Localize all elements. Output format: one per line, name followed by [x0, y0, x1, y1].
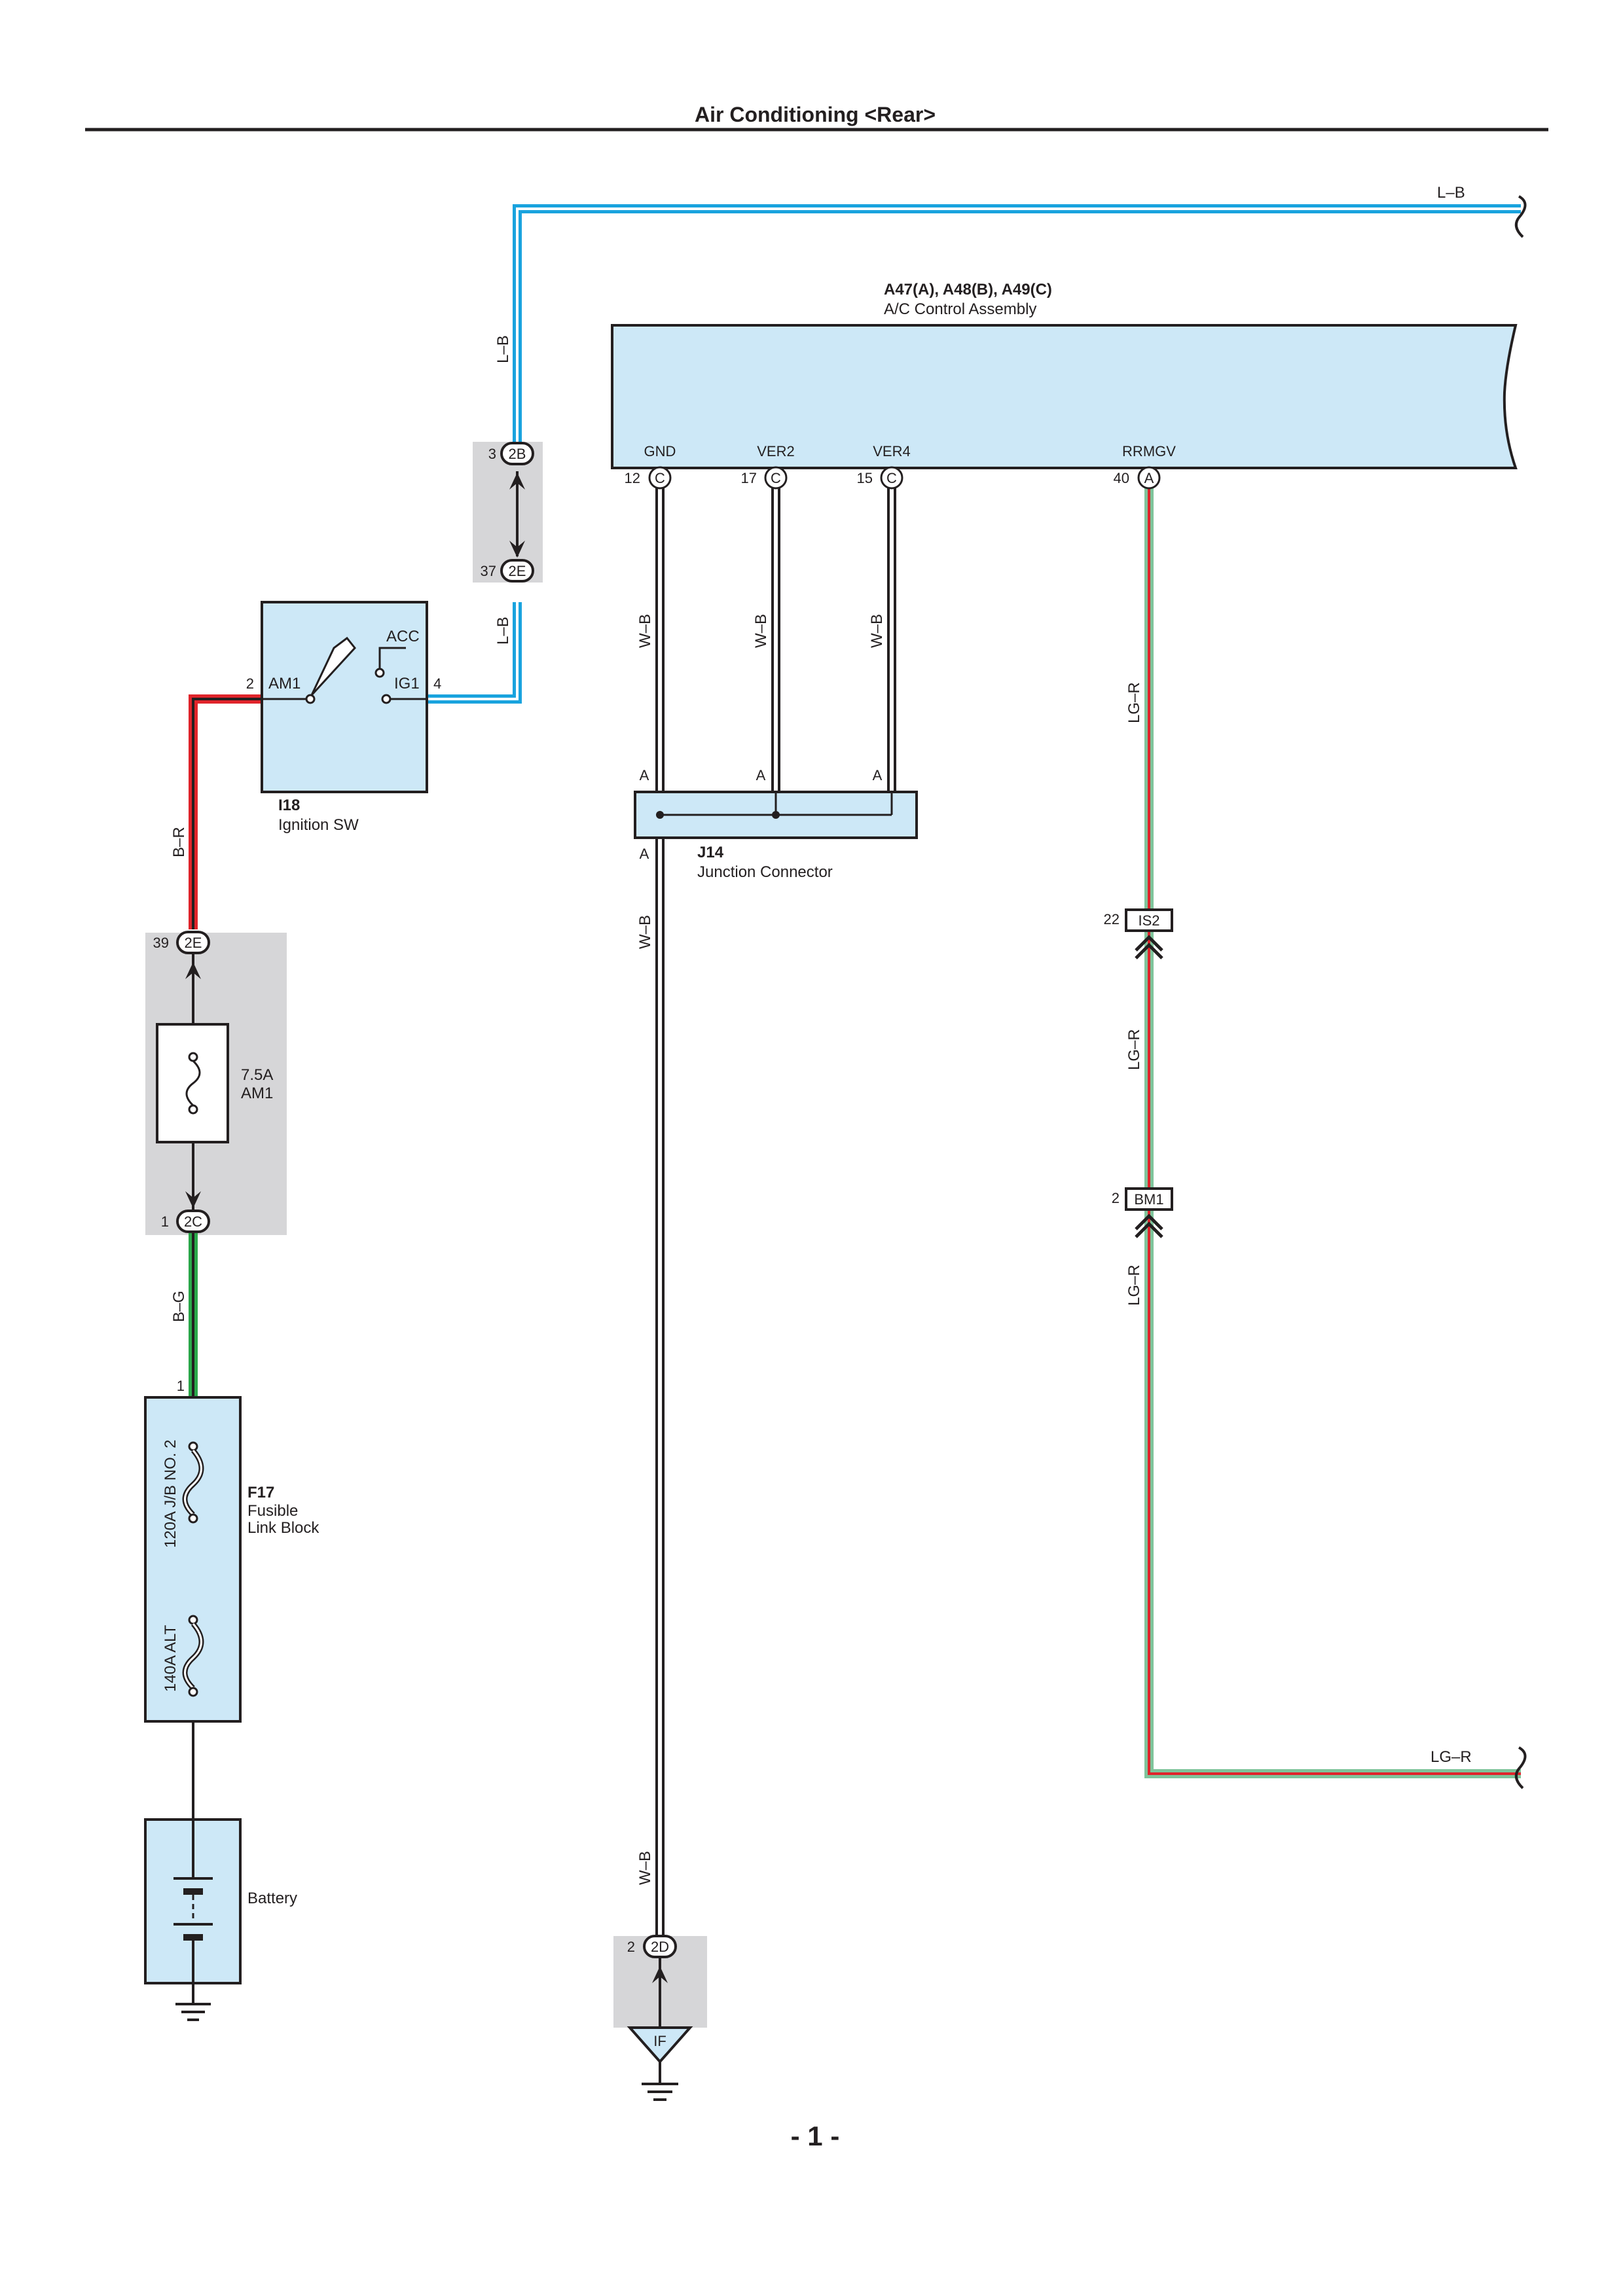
ignition-sw-acc: ACC — [386, 628, 420, 645]
wire-break-marks — [1515, 195, 1527, 1789]
ground-if: IF — [627, 2026, 693, 2101]
wire-b-r — [189, 694, 262, 929]
shade-2B-2E — [473, 442, 543, 583]
ac-pin-rrmgv-num: 40 — [1114, 470, 1129, 486]
connector-is2: 22 IS2 — [1104, 908, 1173, 960]
ignition-sw-name: Ignition SW — [278, 816, 359, 834]
wire-label-wb-ver2: W–B — [752, 614, 770, 648]
ac-pin-rrmgv: RRMGV 40 A — [1114, 443, 1176, 490]
wire-label-lb-lower: L–B — [494, 617, 512, 645]
connector-2E-top-num: 37 — [481, 563, 496, 579]
fusible-link-fuse2: 140A ALT — [162, 1624, 179, 1692]
connector-2B-code: 2B — [509, 446, 526, 462]
ac-pin-gnd-name: GND — [644, 443, 676, 459]
ac-control-id: A47(A), A48(B), A49(C) — [884, 281, 1052, 298]
wire-label-br: B–R — [170, 827, 188, 857]
wire-label-lgr-mid: LG–R — [1125, 1029, 1143, 1070]
wire-label-lgr-right: LG–R — [1431, 1748, 1472, 1766]
ignition-sw-am1: AM1 — [268, 675, 301, 692]
fusible-link-fuse1: 120A J/B NO. 2 — [162, 1440, 179, 1548]
ac-pin-gnd-conn: C — [655, 470, 665, 486]
ac-pin-ver4-conn: C — [886, 470, 897, 486]
fusible-link-block: 1 120A J/B NO. 2 140A ALT F17 Fusible Li… — [144, 1378, 319, 1723]
junction-pin-a3: A — [873, 767, 883, 783]
connector-2C-code: 2C — [184, 1213, 202, 1230]
page-number: - 1 - — [791, 2121, 840, 2151]
fusible-link-pin: 1 — [177, 1378, 185, 1394]
ignition-sw-pin-ig1: 4 — [433, 675, 441, 692]
battery-name: Battery — [247, 1890, 297, 1907]
junction-pin-a1: A — [640, 767, 649, 783]
connector-2C: 1 2C — [161, 1191, 210, 1233]
ac-control-name: A/C Control Assembly — [884, 300, 1036, 318]
fuse-am1-name: AM1 — [241, 1085, 273, 1102]
ac-pin-gnd: GND 12 C — [625, 443, 676, 490]
connector-2B-num: 3 — [488, 446, 496, 462]
fusible-link-name1: Fusible — [247, 1502, 298, 1520]
ignition-sw-ig1: IG1 — [394, 675, 420, 692]
ignition-switch: 2 4 AM1 IG1 ACC I18 Ignition SW — [246, 601, 441, 834]
ac-pin-ver2-name: VER2 — [757, 443, 794, 459]
wire-label-wb-bottom: W–B — [636, 1851, 654, 1885]
ground-if-label: IF — [653, 2033, 666, 2049]
ac-pin-ver2-num: 17 — [741, 470, 757, 486]
ac-pin-ver2-conn: C — [771, 470, 781, 486]
fuse-am1: 7.5A AM1 — [156, 1023, 273, 1143]
junction-pin-a2: A — [756, 767, 766, 783]
ac-pin-ver2: VER2 17 C — [741, 443, 795, 490]
connector-bm1: 2 BM1 — [1112, 1187, 1173, 1238]
wire-label-lgr-top: LG–R — [1125, 682, 1143, 723]
connector-2D-code: 2D — [651, 1939, 669, 1955]
wire-label-lb-top-right: L–B — [1437, 184, 1465, 202]
connector-is2-num: 22 — [1104, 911, 1120, 927]
connector-2E-top: 37 2E — [481, 541, 534, 583]
fusible-link-id: F17 — [247, 1484, 274, 1501]
connector-2B: 3 2B — [488, 442, 534, 490]
junction-pin-a-out: A — [640, 846, 649, 862]
ac-pin-rrmgv-conn: A — [1144, 470, 1154, 486]
wire-label-lb-upper: L–B — [494, 335, 512, 363]
fuse-am1-rating: 7.5A — [241, 1066, 273, 1084]
junction-connector: A A A A J14 Junction Connector — [634, 767, 918, 881]
wire-label-wb-ver4: W–B — [868, 614, 886, 648]
battery: Battery — [144, 1818, 297, 2003]
connector-2E-fuse-code: 2E — [185, 935, 202, 951]
wire-label-bg: B–G — [170, 1291, 188, 1322]
connector-bm1-code: BM1 — [1134, 1191, 1163, 1208]
junction-name: Junction Connector — [697, 863, 833, 881]
connector-2D-num: 2 — [627, 1939, 635, 1955]
ground-symbol-battery — [175, 2003, 211, 2021]
wire-l-b — [427, 204, 1521, 704]
junction-id: J14 — [697, 844, 724, 861]
ac-pin-ver4: VER4 15 C — [857, 443, 911, 490]
connector-bm1-num: 2 — [1112, 1190, 1120, 1206]
wire-label-lgr-low: LG–R — [1125, 1265, 1143, 1306]
wire-lg-r — [1144, 484, 1521, 1778]
connector-2E-fuse: 39 2E — [153, 931, 210, 979]
ac-control-assembly: A47(A), A48(B), A49(C) A/C Control Assem… — [611, 281, 1518, 469]
wire-labels: L–B L–B L–B B–R B–G W–B W–B W–B W–B W–B … — [170, 184, 1472, 1885]
connector-2E-top-code: 2E — [509, 563, 526, 579]
wire-w-b — [655, 484, 896, 1937]
connector-is2-code: IS2 — [1138, 912, 1159, 929]
ignition-sw-id: I18 — [278, 797, 300, 814]
diagram-title: Air Conditioning <Rear> — [695, 103, 936, 126]
ac-pin-ver4-num: 15 — [857, 470, 873, 486]
wire-label-wb-mid: W–B — [636, 915, 654, 949]
ac-pin-rrmgv-name: RRMGV — [1122, 443, 1176, 459]
connector-2E-fuse-num: 39 — [153, 935, 169, 951]
ac-pin-ver4-name: VER4 — [873, 443, 910, 459]
ac-pin-gnd-num: 12 — [625, 470, 640, 486]
ignition-sw-pin-am1: 2 — [246, 675, 254, 692]
connector-2C-num: 1 — [161, 1213, 169, 1230]
ac-pins: GND 12 C VER2 17 C VER4 15 C RRMGV 40 A — [625, 443, 1176, 490]
fusible-link-name2: Link Block — [247, 1519, 319, 1537]
connector-2D: 2 2D — [627, 1935, 677, 2028]
wire-label-wb-gnd-top: W–B — [636, 614, 654, 648]
